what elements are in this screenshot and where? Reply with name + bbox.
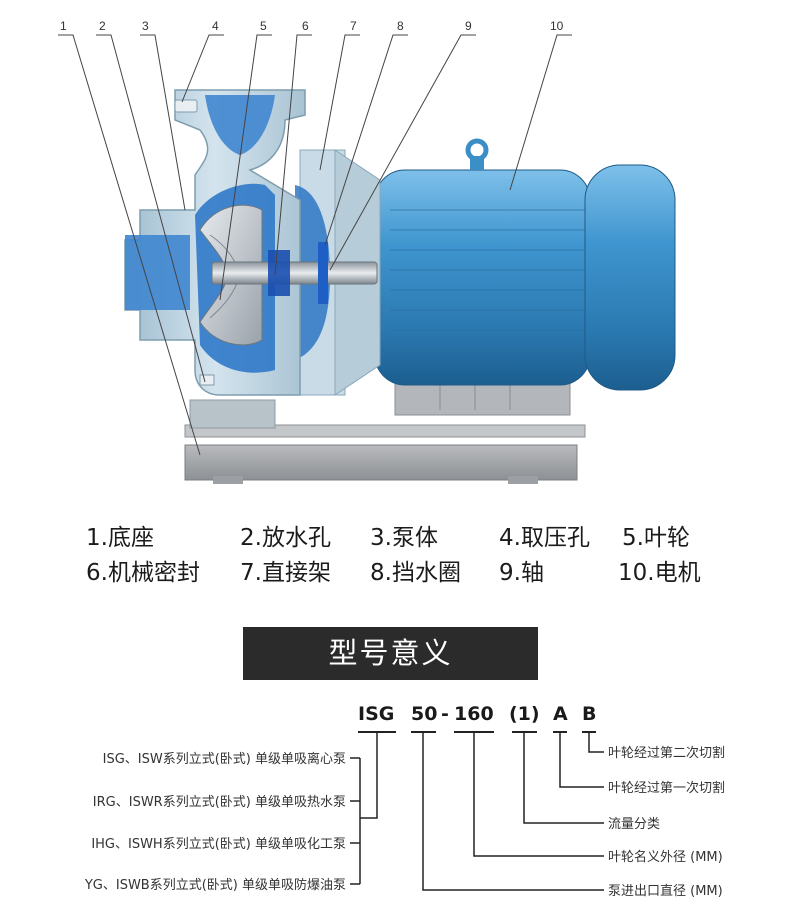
base-foot-right <box>508 476 538 484</box>
leader-8 <box>324 34 408 246</box>
leader-6 <box>274 34 312 276</box>
discharge-port <box>205 95 275 155</box>
legend-item-shaft: 9.轴 <box>499 560 544 586</box>
leader-9 <box>329 34 476 271</box>
leader-1 <box>58 34 201 456</box>
legend-item-impeller: 5.叶轮 <box>622 525 690 551</box>
callout-2: 2 <box>99 19 106 33</box>
legend-item-pressure-hole: 4.取压孔 <box>499 525 590 551</box>
motor-body <box>374 169 591 386</box>
code-dash: - <box>441 703 449 725</box>
shaft <box>211 261 378 285</box>
legend-item-drain-hole: 2.放水孔 <box>240 525 331 551</box>
leader-4 <box>181 34 224 103</box>
pump-cross-section-diagram: 1 2 3 4 5 6 7 8 9 10 <box>58 19 676 484</box>
pump-foot <box>189 399 276 429</box>
legend-item-motor: 10.电机 <box>618 560 701 586</box>
series-type-chemical: IHG、ISWH系列立式(卧式) 单级单吸化工泵 <box>91 837 346 852</box>
meaning-first-cut: 叶轮经过第一次切割 <box>608 780 725 796</box>
leader-3 <box>140 34 186 211</box>
leader-5 <box>219 34 272 301</box>
callout-1: 1 <box>60 19 67 33</box>
water-ring <box>318 242 328 304</box>
meaning-port-diameter: 泵进出口直径 (MM) <box>608 884 723 899</box>
legend-item-bracket: 7.直接架 <box>240 560 331 586</box>
callout-9: 9 <box>465 19 472 33</box>
rail <box>184 424 586 438</box>
leader-2 <box>96 34 206 383</box>
callout-4: 4 <box>212 19 219 33</box>
legend-item-mechanical-seal: 6.机械密封 <box>86 560 200 586</box>
code-impeller: 160 <box>454 703 494 725</box>
drain-hole <box>199 374 215 386</box>
series-type-explosion-proof: YG、ISWB系列立式(卧式) 单级单吸防爆油泵 <box>84 877 346 893</box>
callout-8: 8 <box>397 19 404 33</box>
base-plate <box>184 444 578 481</box>
code-cut-a: A <box>553 703 568 725</box>
callout-6: 6 <box>302 19 309 33</box>
leader-7 <box>319 34 360 171</box>
model-code-diagram: ISG 50 - 160 (1) A B ISG、ISW系列立式(卧式) 单级单… <box>84 703 725 899</box>
parts-legend: 1.底座 2.放水孔 3.泵体 4.取压孔 5.叶轮 6.机械密封 7.直接架 … <box>0 510 790 600</box>
series-type-centrifugal: ISG、ISW系列立式(卧式) 单级单吸离心泵 <box>103 751 346 767</box>
code-diameter: 50 <box>411 703 437 725</box>
callout-5: 5 <box>260 19 267 33</box>
legend-item-water-ring: 8.挡水圈 <box>370 560 461 586</box>
pressure-hole <box>174 99 198 113</box>
meaning-flow-class: 流量分类 <box>608 817 660 832</box>
code-series: ISG <box>358 703 394 725</box>
callout-10: 10 <box>550 19 564 33</box>
callout-7: 7 <box>350 19 357 33</box>
inlet-port <box>125 235 190 310</box>
leader-10 <box>509 34 572 191</box>
section-title: 型号意义 <box>243 627 538 680</box>
callout-3: 3 <box>142 19 149 33</box>
mechanical-seal <box>268 250 290 296</box>
meaning-impeller-diameter: 叶轮名义外径 (MM) <box>608 849 723 865</box>
base-foot-left <box>213 476 243 484</box>
code-cut-b: B <box>582 703 596 725</box>
meaning-second-cut: 叶轮经过第二次切割 <box>608 745 725 761</box>
legend-item-pump-body: 3.泵体 <box>370 525 438 551</box>
series-type-hot-water: IRG、ISWR系列立式(卧式) 单级单吸热水泵 <box>93 795 346 810</box>
motor-end-cap <box>584 164 676 391</box>
code-flow: (1) <box>509 703 540 725</box>
legend-item-base: 1.底座 <box>86 525 154 551</box>
